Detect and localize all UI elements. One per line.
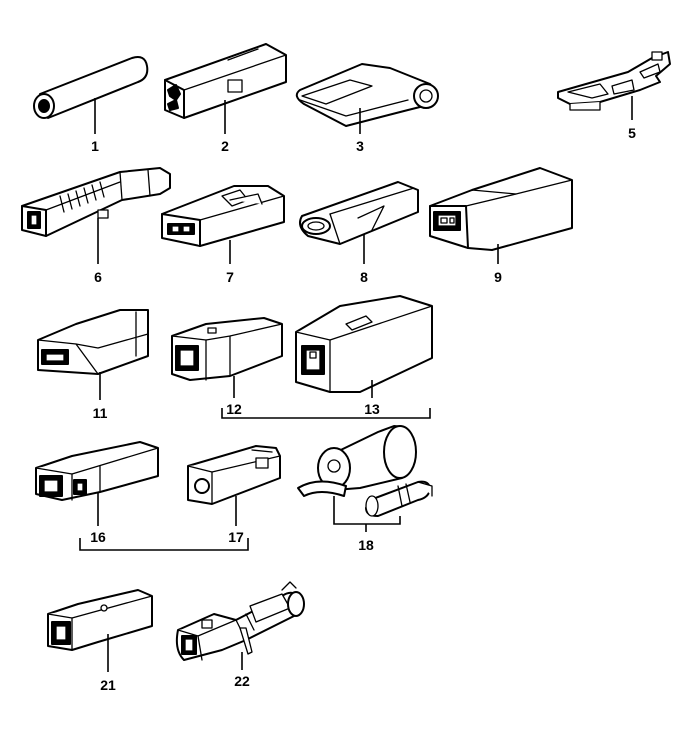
part-11-label: 11 [93,405,108,421]
part-12-square-socket [171,317,283,381]
part-21-label: 21 [100,677,116,693]
part-12-label: 12 [226,401,242,417]
part-22-label: 22 [234,673,250,689]
part-16-square-plug [35,441,159,501]
part-18-label: 18 [358,537,374,553]
part-7-label: 7 [226,269,234,285]
part-3-label: 3 [356,138,364,154]
part-5-clip-bracket [557,51,671,111]
part-2-rectangular-housing [164,43,287,119]
part-1-label: 1 [91,138,99,154]
part-9-label: 9 [494,269,502,285]
part-18-cylindrical-connector [297,425,433,517]
part-6-ribbed-flat-plug [21,167,171,237]
part-8-tapered-cover [299,181,419,245]
part-3-flag-terminal-cover [295,63,439,127]
bracket-12-13 [221,408,431,419]
part-6-label: 6 [94,269,102,285]
part-21-square-tube [47,589,153,651]
part-16-label: 16 [90,529,106,545]
part-8-label: 8 [360,269,368,285]
bracket-18 [333,496,401,525]
part-9-insulating-boot [429,167,573,251]
part-7-open-housing [161,185,285,247]
part-13-label: 13 [364,401,380,417]
part-1-tube-sleeve [33,56,149,119]
part-5-label: 5 [628,125,636,141]
part-11-stepped-housing [37,309,149,375]
part-17-round-end-plug [187,445,281,505]
part-22-latch-terminal [175,581,305,661]
part-17-label: 17 [228,529,244,545]
part-2-label: 2 [221,138,229,154]
part-13-block-housing [295,295,433,393]
bracket-16-17 [79,538,249,551]
